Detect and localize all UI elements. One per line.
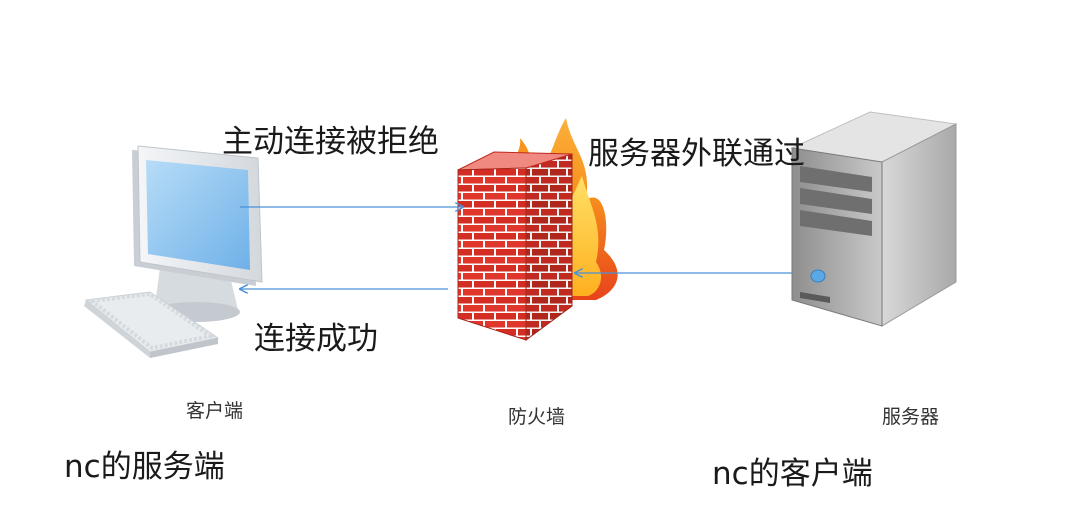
tower-server-icon <box>790 111 958 327</box>
caption-firewall: 防火墙 <box>508 406 566 428</box>
brick-firewall-with-flames-icon <box>457 118 618 341</box>
label-outbound-rejected: 主动连接被拒绝 <box>222 124 439 160</box>
label-nc-server-role: nc的服务端 <box>64 449 225 485</box>
desktop-computer-icon <box>84 145 263 358</box>
label-server-outbound-allowed: 服务器外联通过 <box>588 136 805 172</box>
label-nc-client-role: nc的客户端 <box>712 456 873 492</box>
caption-server: 服务器 <box>882 406 940 428</box>
label-connect-success: 连接成功 <box>254 321 378 357</box>
caption-client: 客户端 <box>186 400 244 422</box>
